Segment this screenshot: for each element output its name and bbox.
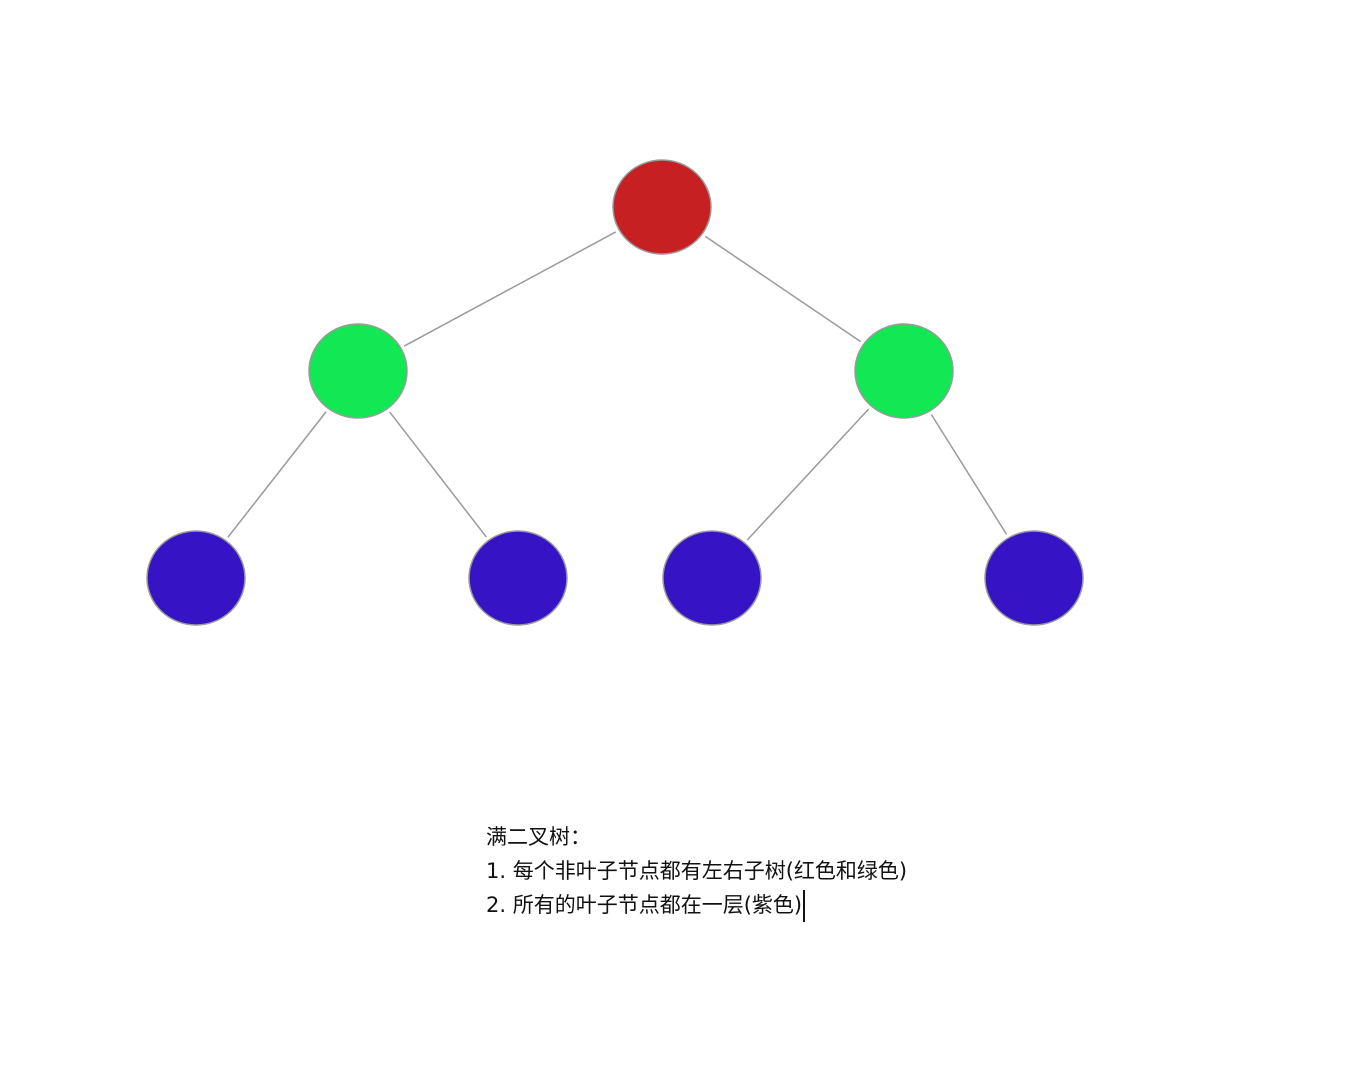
node-leaf-2[interactable] — [468, 530, 568, 626]
edge-right-child-to-leaf-3 — [746, 408, 870, 541]
note-title: 满二叉树： — [486, 825, 591, 849]
nodes-layer — [146, 159, 1084, 626]
edge-right-child-to-leaf-4 — [930, 414, 1008, 535]
node-leaf-3[interactable] — [662, 530, 762, 626]
edge-root-to-right-child — [704, 235, 862, 343]
node-leaf-4[interactable] — [984, 530, 1084, 626]
node-right-child[interactable] — [854, 323, 954, 419]
text-caret — [803, 890, 805, 922]
node-root[interactable] — [612, 159, 712, 255]
edge-left-child-to-leaf-2 — [389, 411, 487, 538]
node-left-child[interactable] — [308, 323, 408, 419]
text-note[interactable]: 满二叉树： 1. 每个非叶子节点都有左右子树(红色和绿色) 2. 所有的叶子节点… — [486, 820, 907, 922]
note-line-2-text: 2. 所有的叶子节点都在一层(紫色) — [486, 893, 803, 917]
note-line-1: 1. 每个非叶子节点都有左右子树(红色和绿色) — [486, 859, 908, 883]
note-line-2: 2. 所有的叶子节点都在一层(紫色) — [486, 888, 907, 922]
edge-left-child-to-leaf-1 — [227, 411, 327, 538]
edge-root-to-left-child — [403, 231, 617, 347]
node-leaf-1[interactable] — [146, 530, 246, 626]
edges-layer — [227, 231, 1008, 541]
